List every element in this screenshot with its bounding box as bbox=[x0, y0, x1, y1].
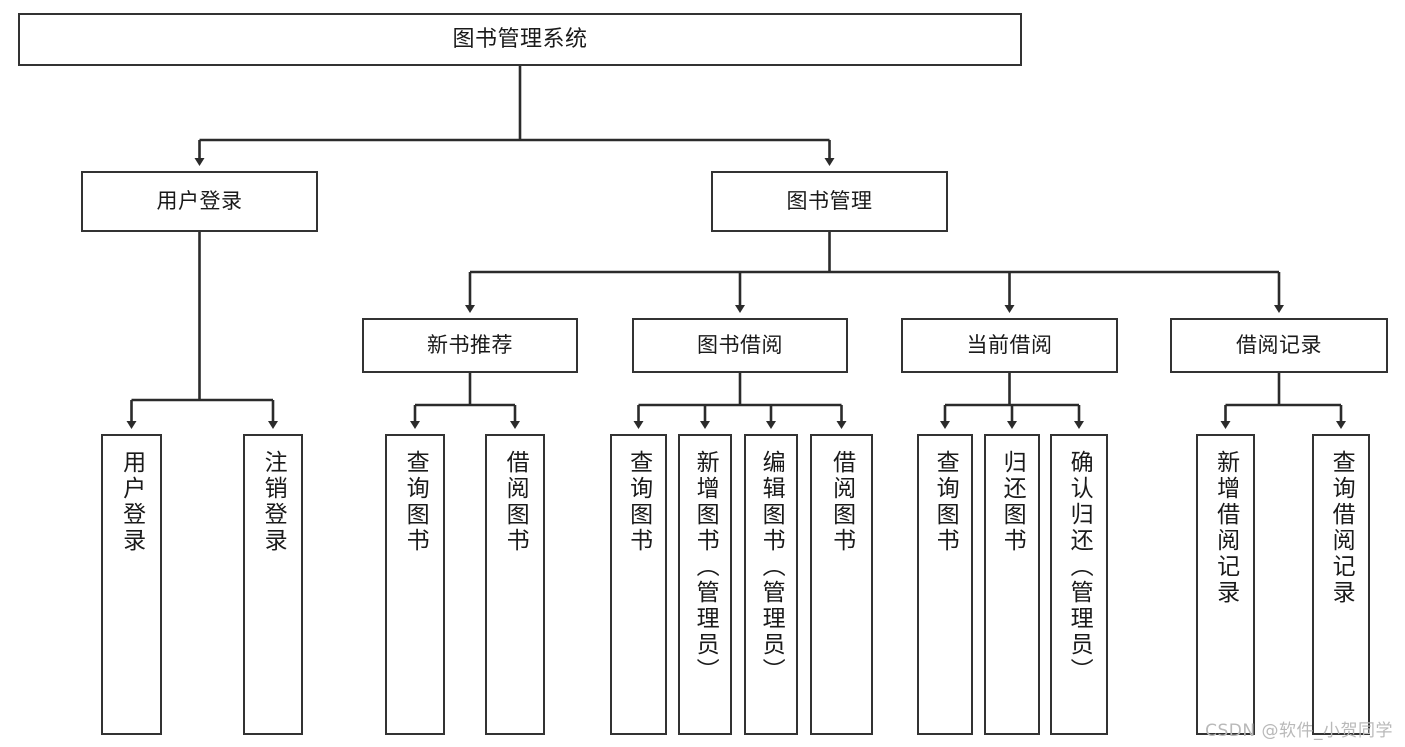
node-leaf-add-borrow-record[interactable]: 新增借阅记录 bbox=[1196, 434, 1255, 735]
node-label: 图书借阅 bbox=[697, 333, 783, 358]
node-label: 确认归还（管理员） bbox=[1066, 450, 1093, 684]
node-current-borrow[interactable]: 当前借阅 bbox=[901, 318, 1118, 373]
node-new-book-recommend[interactable]: 新书推荐 bbox=[362, 318, 578, 373]
node-label: 查询借阅记录 bbox=[1328, 450, 1355, 606]
node-label: 查询图书 bbox=[932, 450, 959, 554]
node-leaf-borrow-book-recommend[interactable]: 借阅图书 bbox=[485, 434, 545, 735]
node-label: 图书管理 bbox=[786, 189, 873, 214]
node-leaf-borrow-book[interactable]: 借阅图书 bbox=[810, 434, 873, 735]
node-label: 新增借阅记录 bbox=[1212, 450, 1239, 606]
node-label: 用户登录 bbox=[156, 189, 243, 214]
node-leaf-edit-book-admin[interactable]: 编辑图书（管理员） bbox=[744, 434, 798, 735]
node-leaf-return-book[interactable]: 归还图书 bbox=[984, 434, 1040, 735]
node-book-borrow[interactable]: 图书借阅 bbox=[632, 318, 848, 373]
node-label: 借阅图书 bbox=[828, 450, 855, 554]
node-label: 查询图书 bbox=[402, 450, 429, 554]
node-leaf-confirm-return-admin[interactable]: 确认归还（管理员） bbox=[1050, 434, 1108, 735]
node-label: 注销登录 bbox=[260, 450, 287, 554]
node-label: 新书推荐 bbox=[427, 333, 513, 358]
node-borrow-record[interactable]: 借阅记录 bbox=[1170, 318, 1388, 373]
node-label: 图书管理系统 bbox=[452, 26, 588, 52]
node-label: 借阅图书 bbox=[502, 450, 529, 554]
node-label: 查询图书 bbox=[625, 450, 652, 554]
csdn-watermark: CSDN @软件_小贺同学 bbox=[1205, 721, 1393, 741]
node-label: 新增图书（管理员） bbox=[692, 450, 719, 684]
node-user-login-group[interactable]: 用户登录 bbox=[81, 171, 318, 232]
node-root[interactable]: 图书管理系统 bbox=[18, 13, 1022, 66]
node-leaf-query-book-recommend[interactable]: 查询图书 bbox=[385, 434, 445, 735]
node-leaf-logout[interactable]: 注销登录 bbox=[243, 434, 303, 735]
node-leaf-query-book-borrow[interactable]: 查询图书 bbox=[610, 434, 667, 735]
node-label: 借阅记录 bbox=[1236, 333, 1322, 358]
node-leaf-user-login[interactable]: 用户登录 bbox=[101, 434, 162, 735]
node-leaf-query-borrow-record[interactable]: 查询借阅记录 bbox=[1312, 434, 1370, 735]
node-book-manage-group[interactable]: 图书管理 bbox=[711, 171, 948, 232]
node-leaf-query-book-current[interactable]: 查询图书 bbox=[917, 434, 973, 735]
node-label: 编辑图书（管理员） bbox=[758, 450, 785, 684]
node-label: 归还图书 bbox=[999, 450, 1026, 554]
node-label: 用户登录 bbox=[118, 450, 145, 554]
node-label: 当前借阅 bbox=[966, 333, 1053, 358]
node-leaf-add-book-admin[interactable]: 新增图书（管理员） bbox=[678, 434, 732, 735]
